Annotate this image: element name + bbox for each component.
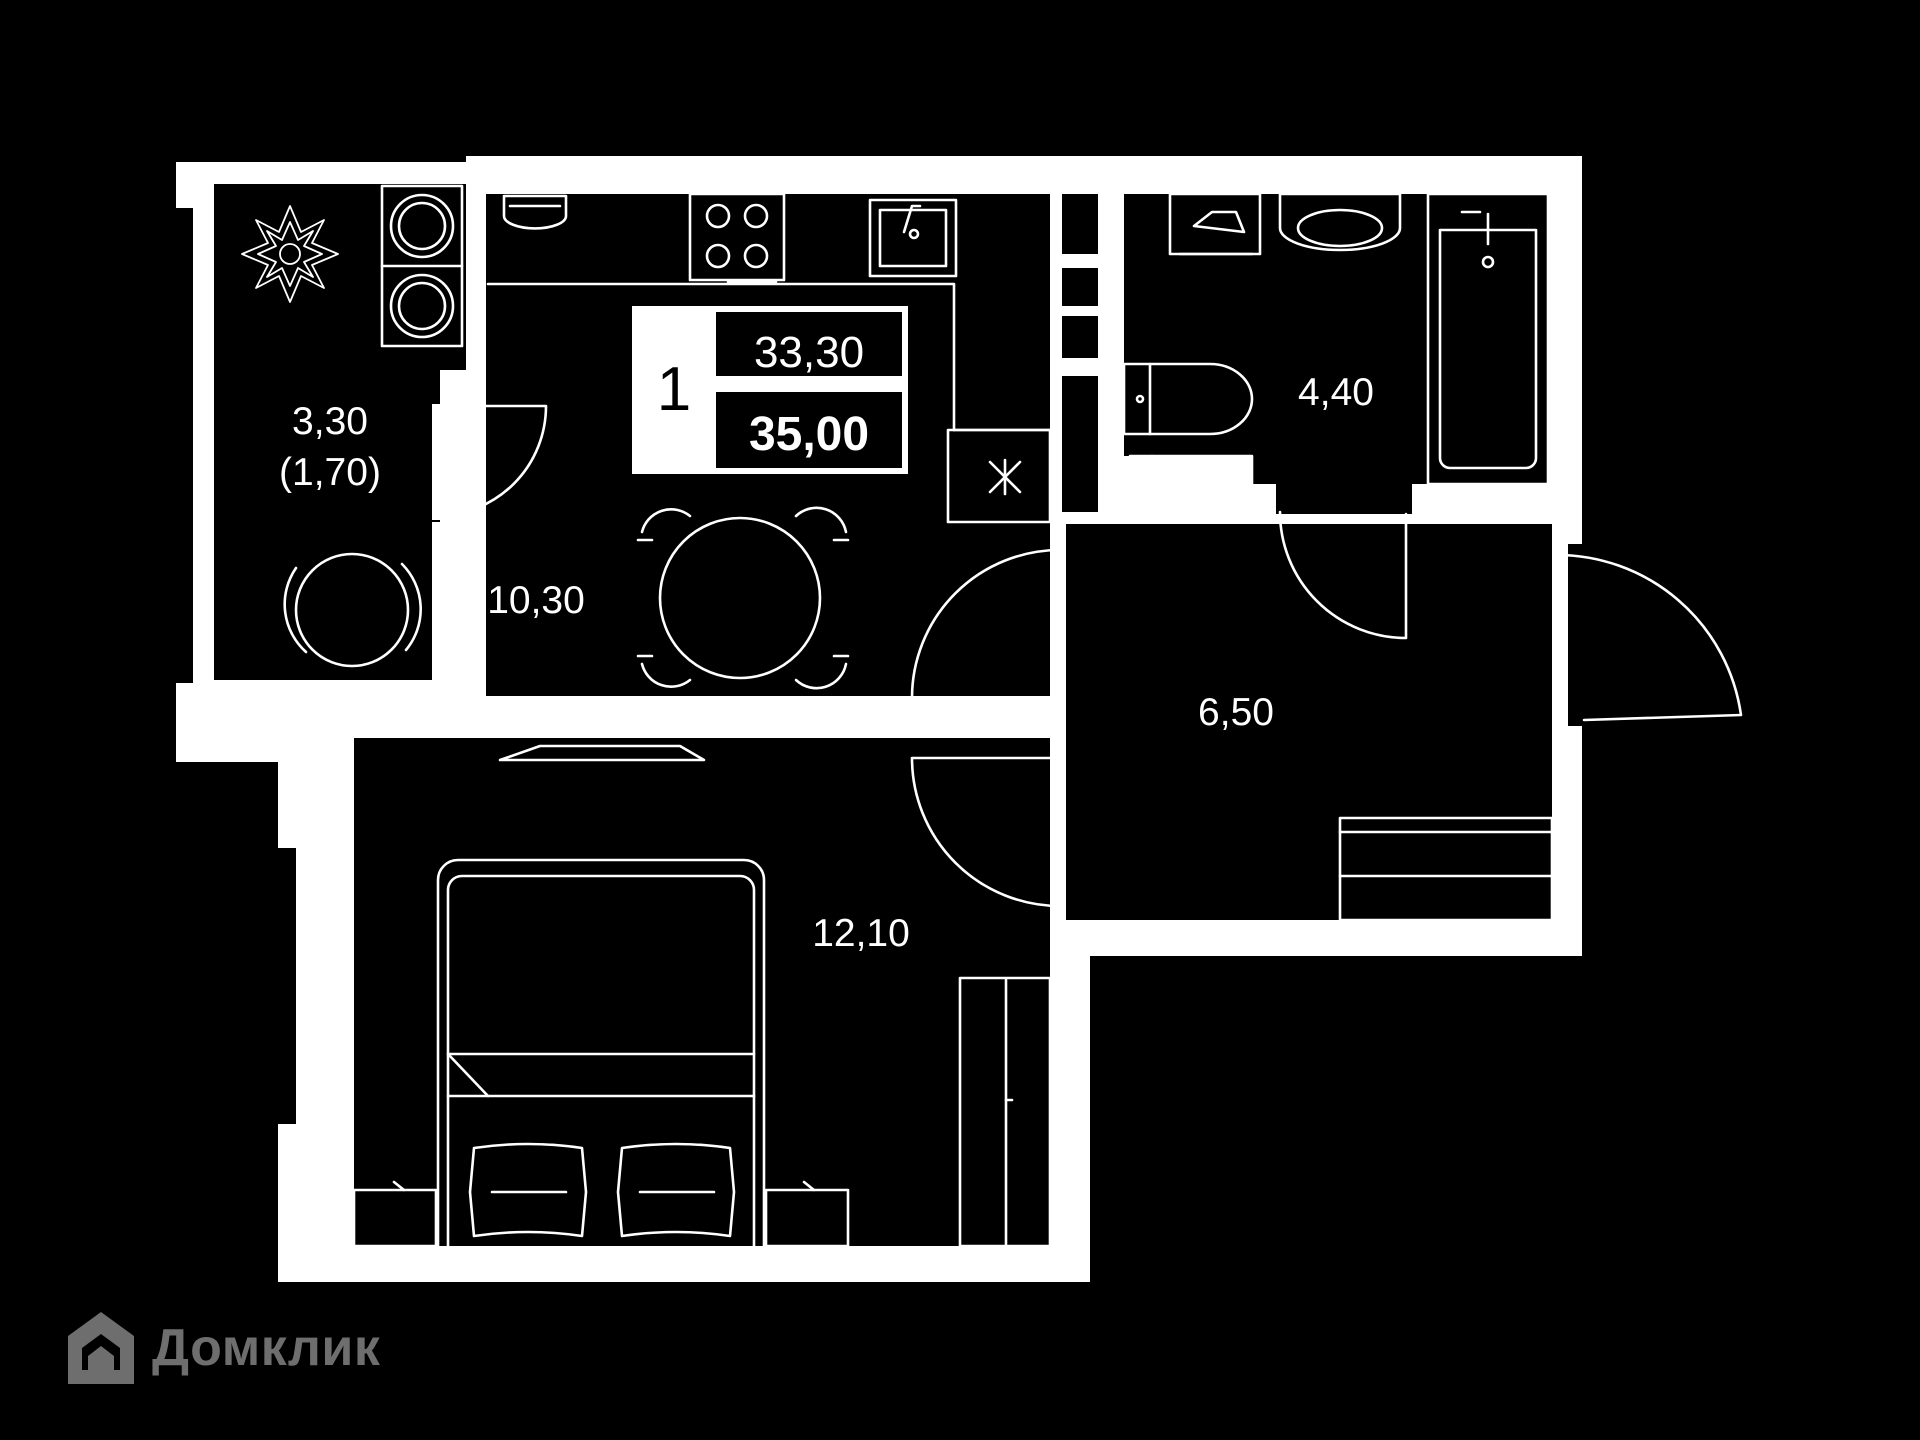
windows bbox=[196, 209, 311, 1121]
kitchen-counter bbox=[486, 282, 1052, 524]
walls bbox=[176, 156, 1582, 1282]
cabinet-small bbox=[1128, 454, 1254, 518]
bathtub-icon bbox=[1426, 192, 1550, 486]
nightstand-left bbox=[352, 1180, 438, 1248]
balcony-reduced-area-label: (1,70) bbox=[279, 451, 381, 494]
plant-icon bbox=[241, 205, 339, 303]
sink-icon bbox=[1278, 192, 1402, 252]
washer-dryer-icon bbox=[380, 184, 464, 348]
bedroom-area-label: 12,10 bbox=[812, 912, 910, 955]
kitchen-sink-icon bbox=[868, 198, 958, 278]
badge-area-total: 35,00 bbox=[749, 408, 869, 461]
dining-table-icon bbox=[636, 506, 850, 690]
nightstand-right bbox=[764, 1180, 850, 1248]
badge-rooms: 1 bbox=[657, 355, 691, 424]
area-badge: 1 33,30 35,00 bbox=[632, 306, 908, 474]
watermark: Домклик bbox=[64, 1308, 380, 1388]
watermark-text: Домклик bbox=[152, 1319, 381, 1377]
hallway-area-label: 6,50 bbox=[1198, 691, 1274, 734]
bedroom-wardrobe bbox=[958, 976, 1052, 1248]
domclick-logo-icon bbox=[68, 1312, 134, 1384]
washbasin-icon bbox=[1168, 192, 1262, 256]
tv-icon bbox=[498, 744, 706, 762]
bed-icon bbox=[436, 858, 766, 1248]
hallway-wardrobe bbox=[1338, 816, 1554, 922]
balcony-area-label: 3,30 bbox=[292, 400, 368, 443]
boiler-icon bbox=[988, 458, 1022, 496]
bathroom-area-label: 4,40 bbox=[1298, 371, 1374, 414]
kitchen-area-label: 10,30 bbox=[487, 579, 585, 622]
stove-icon bbox=[688, 192, 786, 284]
fridge-icon bbox=[502, 194, 568, 230]
balcony-table-icon bbox=[283, 552, 422, 668]
toilet-icon bbox=[1122, 362, 1254, 436]
badge-area-living: 33,30 bbox=[754, 328, 864, 377]
doors bbox=[434, 404, 1743, 908]
